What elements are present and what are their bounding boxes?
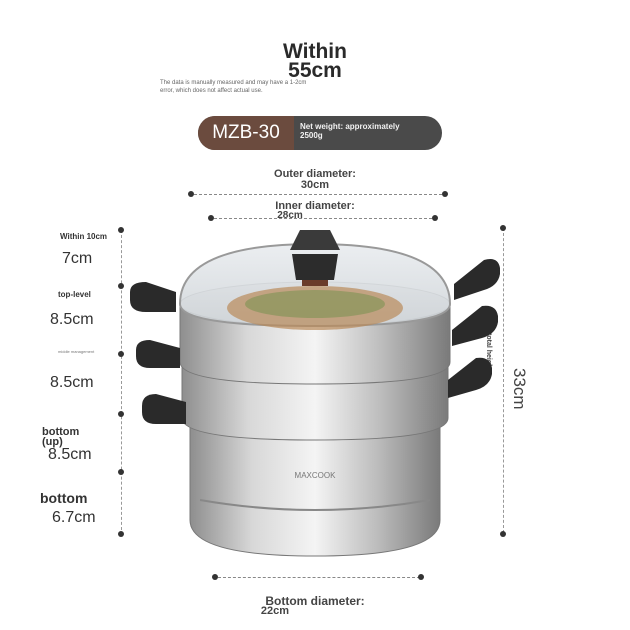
right-dot-top [500, 225, 506, 231]
inner-diameter-value: 28cm [277, 210, 303, 221]
outer-dot-left [188, 191, 194, 197]
spec-lid-value: 7cm [62, 250, 93, 267]
title-line-1: Within [283, 40, 347, 63]
spec-middle-value: 8.5cm [50, 374, 94, 391]
right-height-line [503, 228, 504, 533]
bottom-dot-left [212, 574, 218, 580]
inner-diameter-label: Inner diameter: [275, 200, 355, 212]
left-dot-3 [118, 351, 124, 357]
spec-lid-small: Within 10cm [60, 232, 108, 241]
steamer-pot-illustration: MAXCOOK [130, 230, 500, 557]
left-dot-1 [118, 227, 124, 233]
right-handles [448, 259, 500, 398]
outer-diameter-value: 30cm [300, 179, 330, 191]
bottom-dot-right [418, 574, 424, 580]
model-bar: MZB-30 Net weight: approximately 2500g [198, 116, 442, 150]
left-height-line [121, 230, 122, 535]
inner-dot-right [432, 215, 438, 221]
outer-diameter-line [194, 194, 442, 195]
lid-knob [290, 230, 340, 286]
spec-bottom-value: 6.7cm [52, 509, 96, 526]
spec-top-value: 8.5cm [50, 311, 94, 328]
spec-bottom-up-small: bottom (up) [42, 426, 80, 448]
inner-diameter-line [214, 218, 432, 219]
left-dot-5 [118, 469, 124, 475]
bottom-diameter-label: Bottom diameter: [265, 594, 365, 608]
title-line-2: 55cm [288, 59, 342, 82]
bottom-diameter-value: 22cm [260, 605, 290, 617]
net-weight: Net weight: approximately 2500g [294, 116, 400, 150]
brand-logo: MAXCOOK [295, 471, 337, 480]
spec-bottom-small: bottom [40, 490, 88, 506]
outer-dot-right [442, 191, 448, 197]
net-weight-line-2: 2500g [300, 131, 323, 140]
model-name: MZB-30 [198, 116, 294, 150]
note-line-1: The data is manually measured and may ha… [160, 80, 307, 86]
bottom-diameter-line [218, 577, 420, 578]
spec-middle-small: middle management [58, 349, 95, 354]
left-dot-4 [118, 411, 124, 417]
total-height-value: 33cm [510, 368, 529, 410]
left-dot-2 [118, 283, 124, 289]
left-dot-6 [118, 531, 124, 537]
net-weight-line-1: Net weight: approximately [300, 122, 400, 131]
inner-dot-left [208, 215, 214, 221]
spec-bottom-up-value: 8.5cm [48, 446, 92, 463]
spec-top-small: top-level [58, 290, 91, 299]
left-handles [130, 282, 186, 424]
note-line-2: error, which does not affect actual use. [160, 88, 263, 94]
outer-diameter-label: Outer diameter: [274, 168, 356, 180]
right-dot-bottom [500, 531, 506, 537]
